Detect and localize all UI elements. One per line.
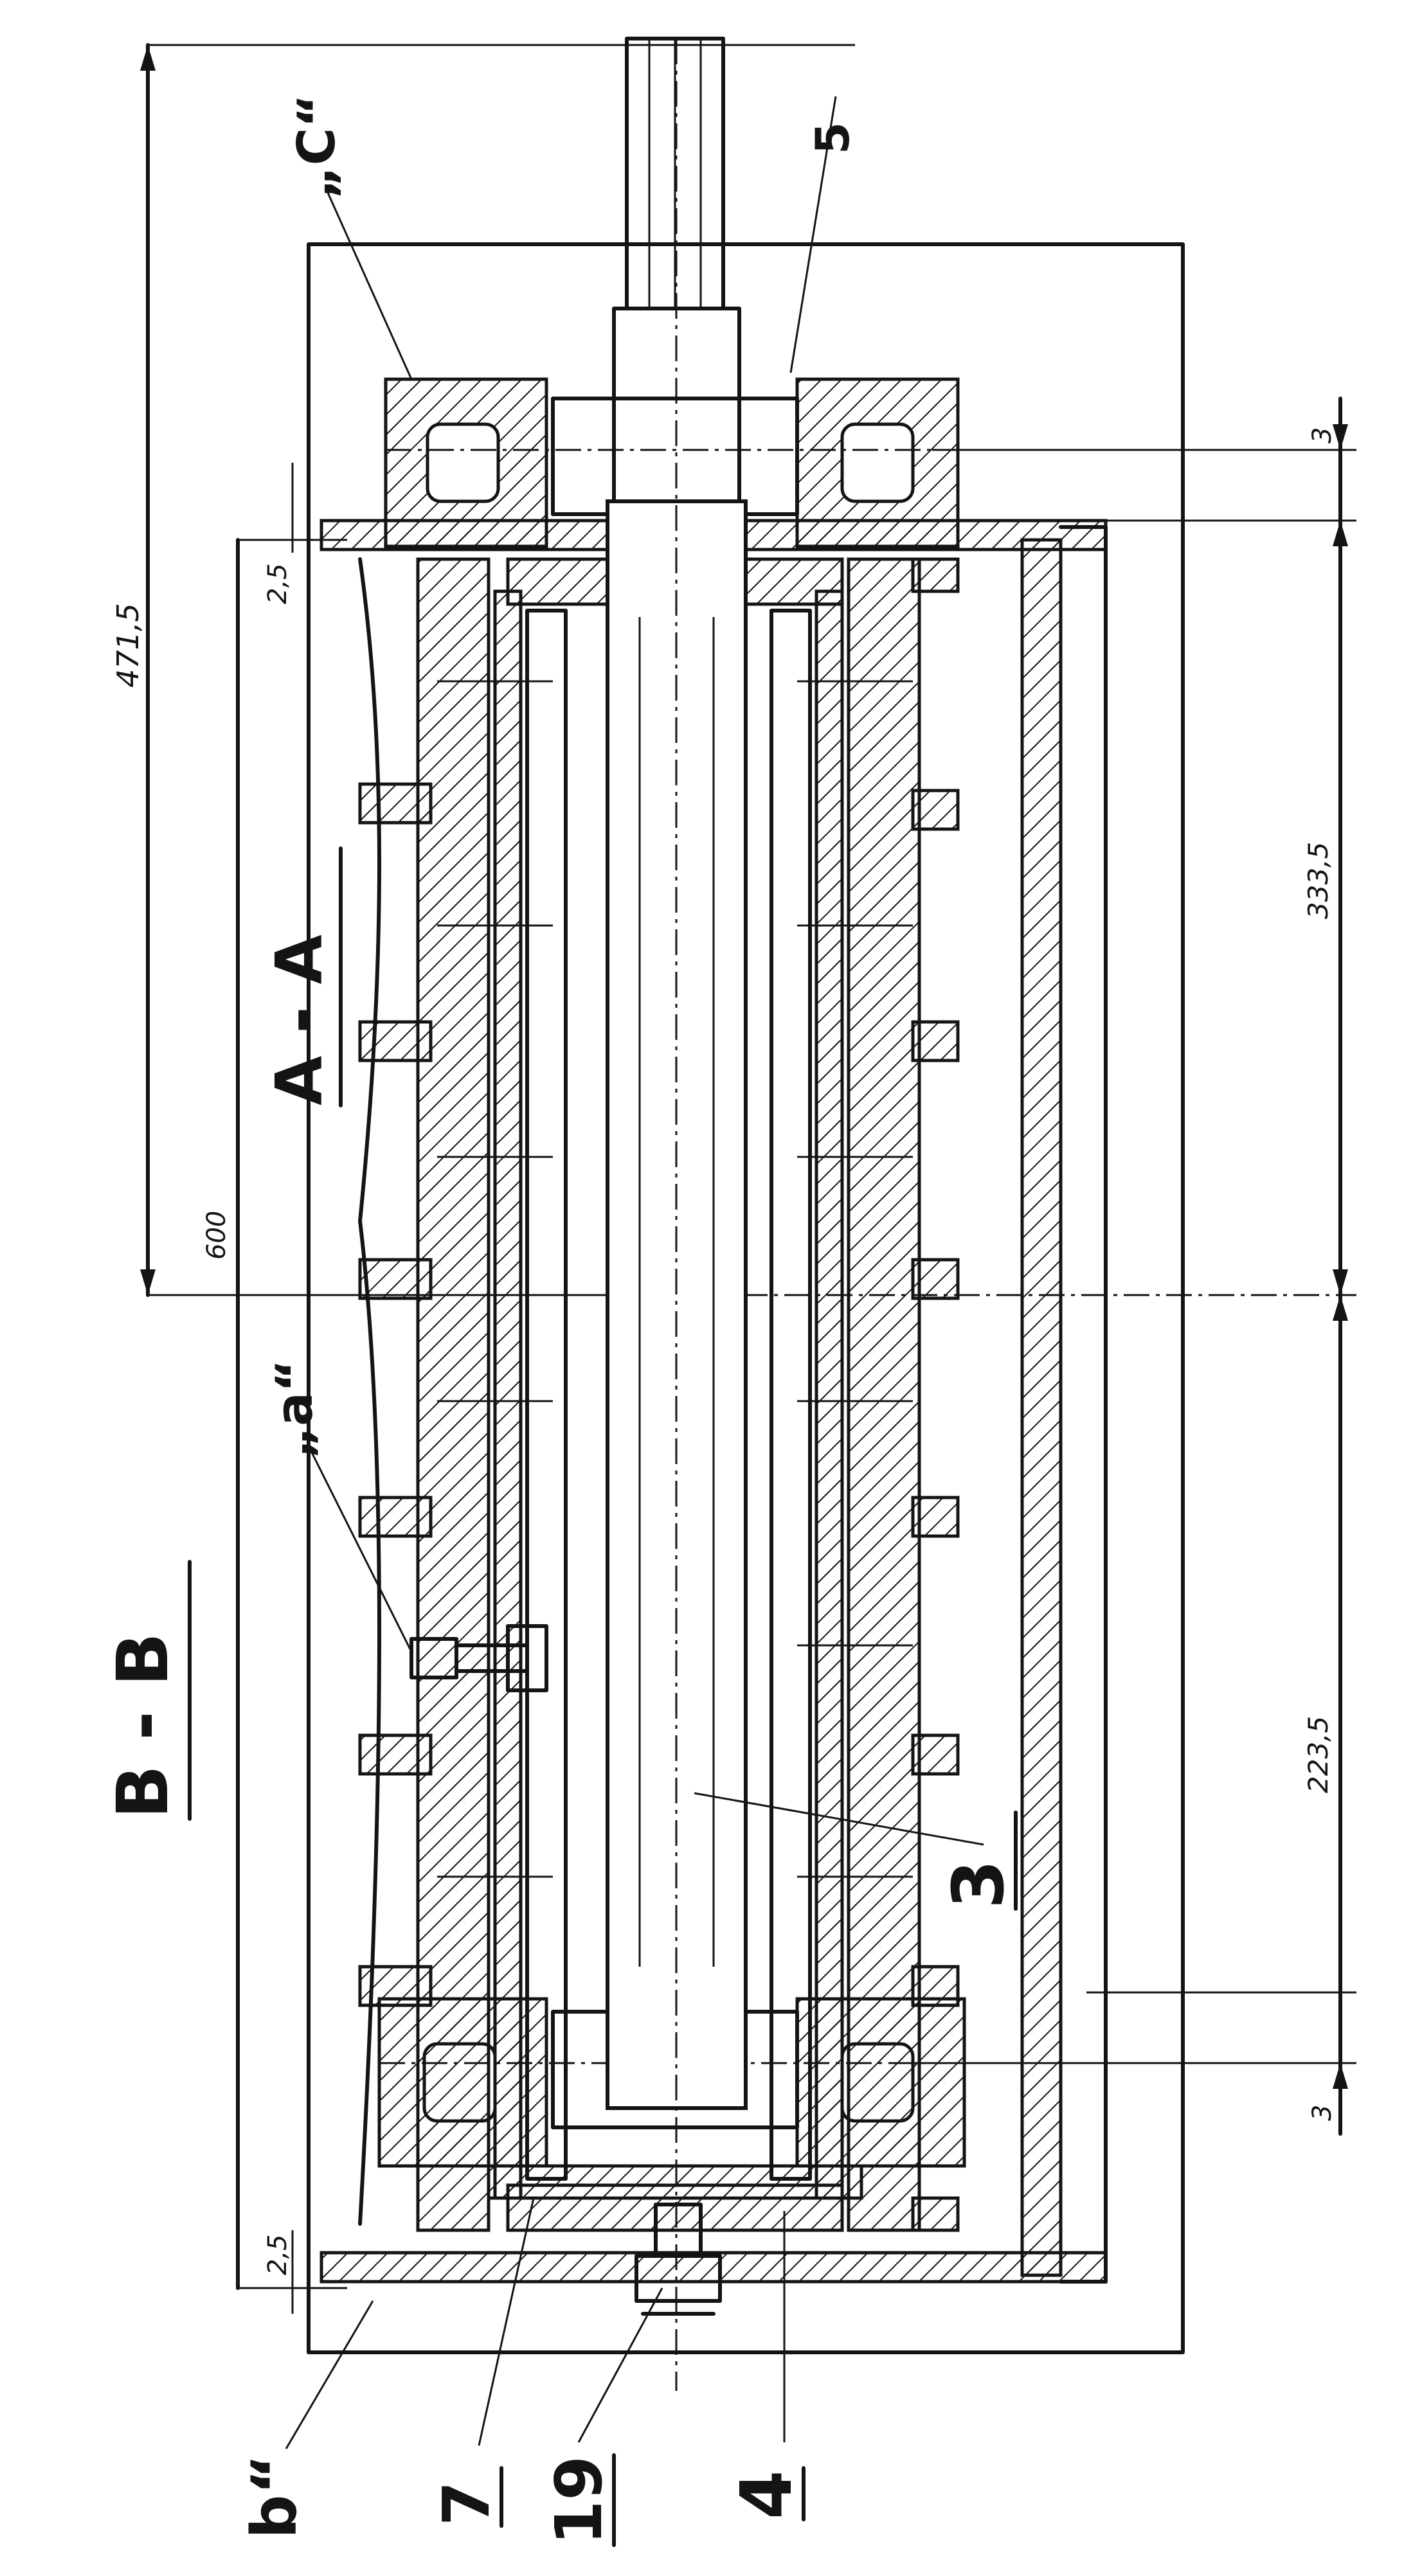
dim-600: 600	[202, 1211, 231, 1260]
detail-label-b: b“	[239, 2454, 310, 2539]
grinding-rings-right	[847, 557, 960, 2232]
dim-bottom-3: 3	[1308, 2105, 1337, 2121]
bottom-end-cap	[506, 2183, 844, 2232]
dim-471-5: 471,5	[111, 603, 145, 688]
part-number-7: 7	[429, 2481, 504, 2526]
part-number-5: 5	[806, 122, 860, 154]
shaft-extension	[612, 37, 741, 503]
dim-gap-bottom: 2,5	[263, 2234, 292, 2275]
part-number-19: 19	[541, 2456, 616, 2545]
dim-gap-top: 2,5	[263, 563, 292, 604]
dim-top-3: 3	[1308, 427, 1337, 443]
detail-label-a: „a“	[266, 1359, 324, 1459]
inner-sleeves	[493, 589, 844, 2200]
section-title-aa: A - A	[262, 846, 343, 1107]
drum-shell-right	[1020, 525, 1108, 2284]
main-shaft	[606, 39, 748, 2391]
section-label-aa: A - A	[262, 935, 337, 1105]
upper-bearing-housing	[384, 377, 1093, 548]
bolt-detail-a	[410, 1624, 548, 1692]
section-title-bb: B - B	[102, 1560, 192, 1821]
dim-333-5: 333,5	[1302, 842, 1334, 919]
leader-lines	[285, 96, 984, 2449]
grinding-rings-left	[358, 557, 491, 2232]
detail-label-c: „C“	[287, 94, 346, 199]
bolt-markers	[437, 680, 913, 1878]
section-label-bb: B - B	[102, 1632, 184, 1819]
part-number-4: 4	[725, 2470, 807, 2519]
dim-223-5: 223,5	[1302, 1716, 1334, 1793]
housing-outline	[307, 242, 1185, 2354]
part-number-3: 3	[937, 1859, 1020, 1909]
bottom-nozzle	[634, 2203, 722, 2316]
